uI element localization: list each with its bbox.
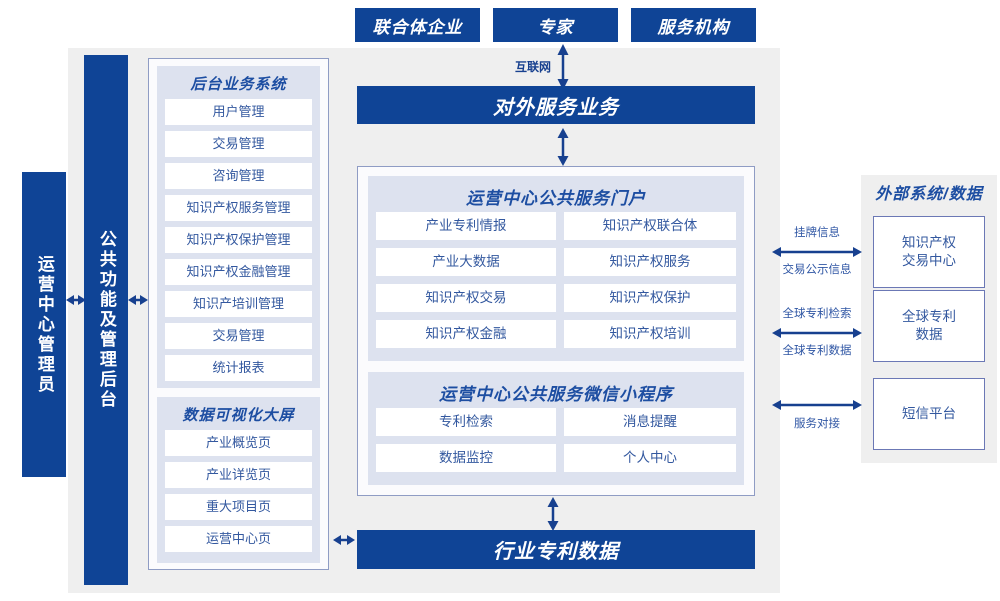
external-connector-arrow-2	[772, 400, 862, 410]
top-actor-label-0: 联合体企业	[372, 17, 463, 37]
external-box-label-1: 全球专利 数据	[902, 308, 956, 342]
mini-program-title: 运营中心公共服务微信小程序	[439, 385, 673, 404]
external-systems-title: 外部系统/数据	[875, 186, 983, 203]
external-connector-label-2-below: 服务对接	[794, 418, 840, 430]
public-portal-title: 运营中心公共服务门户	[466, 189, 646, 208]
role-label-0: 运营中心管理员	[34, 254, 54, 395]
visualization-title: 数据可视化大屏	[182, 407, 295, 424]
backend-item-3[interactable]: 知识产权服务管理	[165, 195, 312, 221]
backend-item-5[interactable]: 知识产权金融管理	[165, 259, 312, 285]
role-connector-arrow-2	[128, 295, 148, 305]
portal-item-6[interactable]: 知识产权金融	[376, 320, 556, 348]
external-box-2[interactable]: 短信平台	[873, 378, 985, 450]
external-connector-label-0-above: 挂牌信息	[794, 227, 840, 239]
external-box-label-2: 短信平台	[902, 405, 956, 421]
visualization-item-0[interactable]: 产业概览页	[165, 430, 312, 456]
external-service-bar: 对外服务业务	[357, 86, 755, 124]
visualization-item-1[interactable]: 产业详览页	[165, 462, 312, 488]
external-connector-label-0-below: 交易公示信息	[782, 264, 852, 276]
backend-item-2[interactable]: 咨询管理	[165, 163, 312, 189]
visualization-item-2[interactable]: 重大项目页	[165, 494, 312, 520]
role-connector-arrow-1	[66, 295, 86, 305]
backend-item-7[interactable]: 交易管理	[165, 323, 312, 349]
backend-system-title: 后台业务系统	[190, 76, 287, 93]
service-portal-arrow	[557, 128, 569, 166]
top-actor-box-0: 联合体企业	[355, 8, 480, 42]
visualization-item-3[interactable]: 运营中心页	[165, 526, 312, 552]
top-actor-label-2: 服务机构	[657, 17, 730, 37]
external-connector-arrow-0	[772, 247, 862, 257]
external-connector-label-1-above: 全球专利检索	[782, 308, 852, 320]
portal-item-1[interactable]: 知识产权联合体	[564, 212, 736, 240]
portal-item-0[interactable]: 产业专利情报	[376, 212, 556, 240]
mini-program-item-3[interactable]: 个人中心	[564, 444, 736, 472]
internet-label: 互联网	[514, 60, 551, 74]
top-actor-label-1: 专家	[537, 17, 574, 37]
portal-item-5[interactable]: 知识产权保护	[564, 284, 736, 312]
industry-patent-data-bar: 行业专利数据	[357, 530, 755, 569]
external-connector-arrow-1	[772, 328, 862, 338]
role-bar-operations-admin: 运营中心管理员	[22, 172, 66, 477]
backend-item-6[interactable]: 知识产培训管理	[165, 291, 312, 317]
mini-program-item-0[interactable]: 专利检索	[376, 408, 556, 436]
external-box-label-0: 知识产权 交易中心	[902, 234, 956, 268]
portal-item-2[interactable]: 产业大数据	[376, 248, 556, 276]
backend-item-0[interactable]: 用户管理	[165, 99, 312, 125]
portal-item-3[interactable]: 知识产权服务	[564, 248, 736, 276]
external-connector-label-1-below: 全球专利数据	[782, 345, 852, 357]
external-box-1[interactable]: 全球专利 数据	[873, 290, 985, 362]
mini-program-item-1[interactable]: 消息提醒	[564, 408, 736, 436]
role-bar-common-backend: 公共功能及管理后台	[84, 55, 128, 585]
portal-item-7[interactable]: 知识产权培训	[564, 320, 736, 348]
backend-item-8[interactable]: 统计报表	[165, 355, 312, 381]
external-box-0[interactable]: 知识产权 交易中心	[873, 216, 985, 288]
internet-arrow	[557, 44, 569, 90]
role-label-1: 公共功能及管理后台	[96, 230, 116, 410]
backend-item-4[interactable]: 知识产权保护管理	[165, 227, 312, 253]
top-actor-box-2: 服务机构	[631, 8, 756, 42]
portal-item-4[interactable]: 知识产权交易	[376, 284, 556, 312]
mini-program-item-2[interactable]: 数据监控	[376, 444, 556, 472]
visualization-data-arrow	[333, 535, 355, 545]
portal-data-arrow	[547, 497, 559, 531]
top-actor-box-1: 专家	[493, 8, 618, 42]
backend-item-1[interactable]: 交易管理	[165, 131, 312, 157]
